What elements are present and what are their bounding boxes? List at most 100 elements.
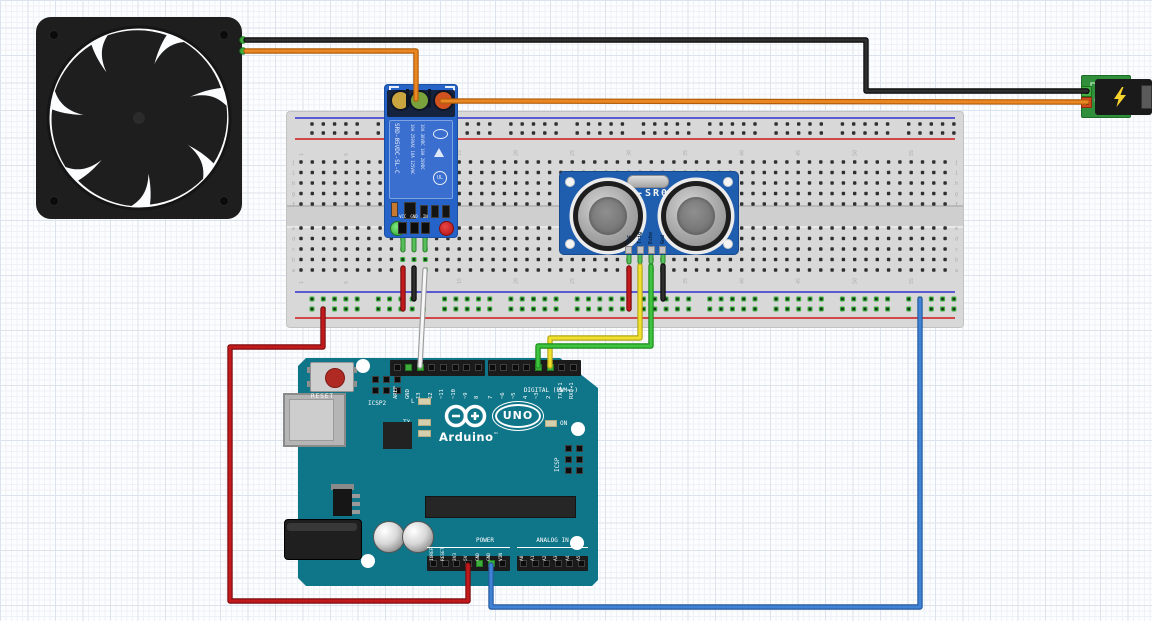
analog-label: A4 (565, 555, 571, 561)
sensor-mount-hole (565, 239, 575, 249)
digital-pin-11[interactable] (439, 364, 447, 371)
jack-terminal-negative[interactable] (1081, 86, 1092, 97)
power-label: GND (475, 552, 481, 561)
analog-pin-A5[interactable] (577, 560, 585, 567)
digital-pin-6[interactable] (500, 364, 508, 371)
uno-model-badge: UNO (492, 401, 544, 431)
analog-pin-A1[interactable] (531, 560, 539, 567)
relay-recycle-logo (434, 148, 444, 157)
digital-pin-TXD1[interactable] (558, 364, 566, 371)
relay-pin-gnd[interactable] (409, 222, 419, 234)
power-caption: POWER (475, 537, 495, 544)
analog-pin-A2[interactable] (543, 560, 550, 567)
digital-pin-4[interactable] (523, 364, 531, 371)
power-pin-VIN[interactable] (499, 560, 506, 567)
sensor-pin-trig[interactable] (636, 246, 644, 254)
sensor-mount-hole (723, 177, 733, 187)
reset-button[interactable] (307, 362, 357, 392)
relay-to-jack-orange[interactable] (440, 99, 1089, 104)
power-pin-RESET[interactable] (441, 560, 449, 567)
digital-pin-9[interactable] (463, 364, 471, 371)
led-l-label: L (411, 398, 415, 405)
icsp-pin[interactable] (565, 445, 572, 452)
sensor-pin-echo[interactable] (647, 246, 655, 254)
digital-pin-2[interactable] (546, 364, 554, 371)
relay-terminal-nc[interactable] (432, 90, 454, 111)
svg-text:15: 15 (457, 278, 463, 284)
svg-text:10: 10 (401, 278, 407, 284)
sensor-pin-label: Trig (637, 231, 643, 244)
relay-terminal-com[interactable] (408, 90, 430, 111)
relay-pin-in[interactable] (420, 222, 430, 234)
power-pin-GND[interactable] (487, 560, 495, 567)
power-pin-GND[interactable] (476, 560, 483, 567)
power-supply-jack[interactable] (1081, 75, 1152, 120)
analog-pin-A0[interactable] (520, 560, 527, 567)
dc-power-jack (284, 519, 362, 560)
sensor-pin-gnd[interactable] (659, 246, 667, 254)
relay-smd-component (442, 205, 450, 218)
digital-pin-7[interactable] (488, 364, 496, 371)
led-rx (418, 430, 431, 437)
icsp2-pin[interactable] (383, 376, 390, 383)
power-label: 5V (464, 555, 469, 561)
power-pin-5V[interactable] (464, 560, 472, 567)
digital-pin-8[interactable] (474, 364, 482, 371)
relay-ul-logo: UL (433, 171, 447, 185)
jack-terminal-positive[interactable] (1081, 97, 1092, 108)
relay-pin-label: VCC (399, 214, 407, 219)
icsp-pin[interactable] (576, 467, 583, 474)
power-label: 3V3 (452, 552, 458, 561)
analog-label: A5 (577, 555, 582, 561)
analog-pin-A3[interactable] (554, 560, 562, 567)
capacitor (373, 521, 405, 553)
digital-pin-13[interactable] (416, 364, 424, 371)
digital-pin-5[interactable] (511, 364, 519, 371)
sensor-pin-label: Gnd (659, 234, 666, 244)
analog-label: A1 (531, 555, 536, 561)
icsp2-pin[interactable] (372, 387, 379, 394)
svg-text:5: 5 (344, 153, 350, 156)
sensor-pin-vcc[interactable] (625, 246, 633, 254)
digital-pin-10[interactable] (451, 364, 459, 371)
icsp-pin[interactable] (565, 456, 572, 463)
digital-pin-GND[interactable] (405, 364, 413, 371)
relay-smd-component (404, 202, 416, 219)
icsp-pin[interactable] (576, 445, 583, 452)
analog-pin-A4[interactable] (566, 560, 573, 567)
svg-text:1: 1 (299, 281, 305, 284)
digital-pin-3[interactable] (534, 364, 542, 371)
svg-text:h: h (292, 181, 295, 187)
svg-text:55: 55 (909, 150, 915, 156)
relay-pin-vcc[interactable] (398, 222, 408, 234)
digital-pin-12[interactable] (428, 364, 436, 371)
icsp2-pin[interactable] (394, 376, 401, 383)
power-pin-IOREF[interactable] (430, 560, 437, 567)
lightning-bolt-icon (1114, 87, 1126, 107)
relay-cqc-logo (433, 129, 448, 139)
icsp2-label: ICSP2 (368, 400, 387, 407)
icsp2-pin[interactable] (372, 376, 379, 383)
relay-module[interactable]: SRD-05VDC-SL-C 10A 250VAC 10A 125VAC 10A… (385, 85, 457, 237)
power-pin-3V3[interactable] (453, 560, 460, 567)
svg-text:30: 30 (627, 278, 633, 284)
svg-text:b: b (292, 258, 295, 264)
fan-gnd-black[interactable] (244, 38, 1089, 93)
relay-resistor (391, 202, 398, 217)
icsp-pin[interactable] (565, 467, 572, 474)
relay-terminal-separator (406, 89, 409, 108)
digital-pin-AREF[interactable] (393, 364, 401, 371)
icsp-pin[interactable] (576, 456, 583, 463)
fan[interactable] (36, 17, 242, 219)
icsp2-pin[interactable] (383, 387, 390, 394)
svg-text:1: 1 (299, 153, 305, 156)
svg-text:g: g (955, 192, 958, 198)
reset-button-cap[interactable] (325, 368, 345, 388)
arduino-brand: Arduino™ (439, 430, 500, 444)
sensor-mount-hole (723, 239, 733, 249)
svg-text:20: 20 (514, 150, 520, 156)
digital-pin-RXD1[interactable] (569, 364, 577, 371)
